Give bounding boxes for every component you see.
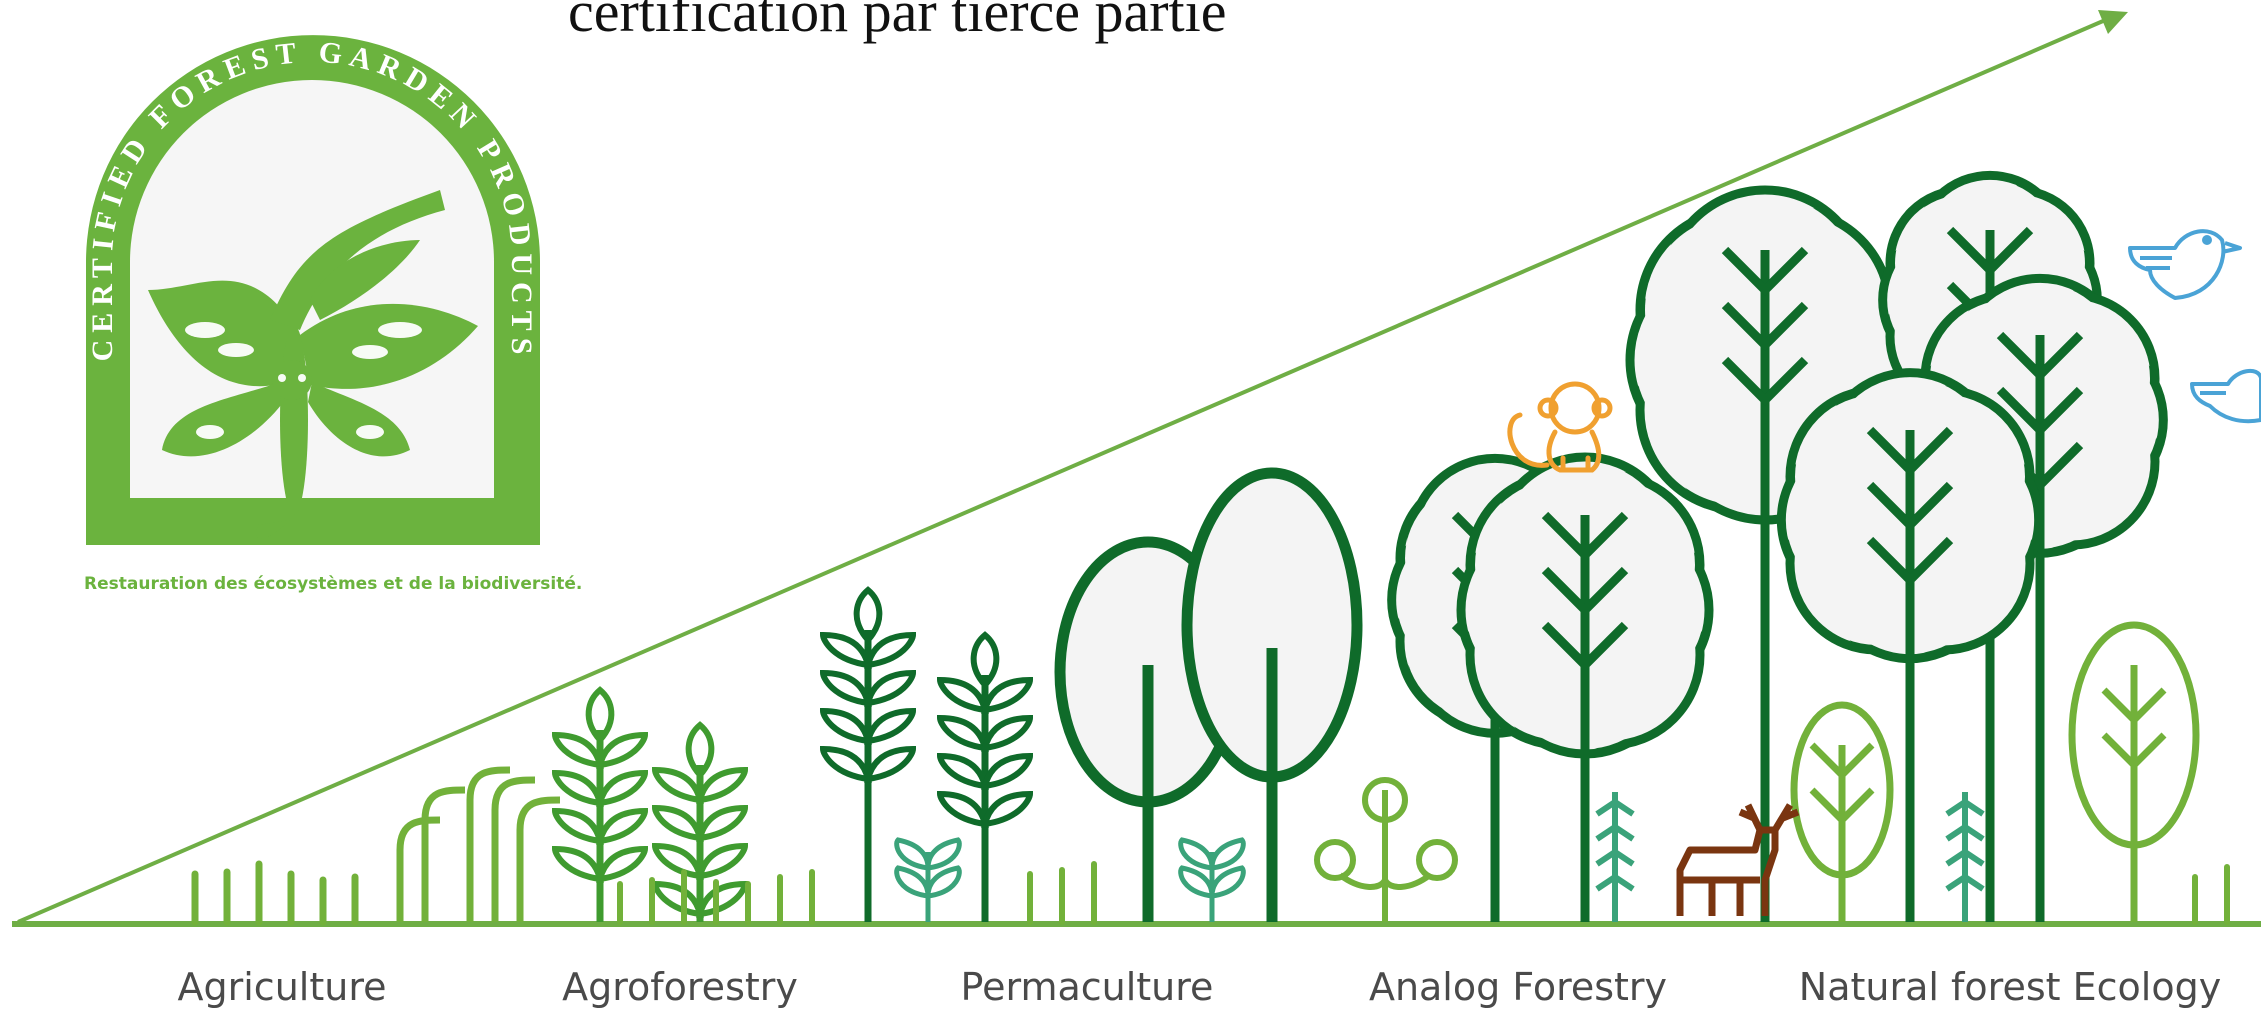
round-tree	[1181, 467, 1363, 922]
sprout-plant	[1178, 837, 1246, 922]
sapling	[1314, 777, 1458, 922]
grass-tuft	[2192, 864, 2230, 925]
grass-tuft	[617, 869, 719, 925]
oval-tree	[1790, 701, 1894, 922]
pine-tree	[1595, 792, 1635, 922]
certification-badge: CERTIFIED FOREST GARDEN PRODUCTS	[86, 35, 540, 546]
grass-tuft	[1027, 861, 1097, 925]
wheat-stalk	[819, 586, 917, 922]
stage-label-analog-forestry: Analog Forestry	[1368, 965, 1668, 1009]
bird-icon	[2190, 368, 2261, 424]
oval-tree	[2068, 621, 2200, 922]
cloud-tree	[1776, 368, 2044, 922]
wheat-stalk	[651, 721, 749, 922]
stage-label-natural-forest-ecology: Natural forest Ecology	[1798, 965, 2222, 1009]
grass-tuft	[191, 860, 359, 926]
monkey-icon	[1507, 381, 1613, 473]
butterfly-icon	[148, 190, 478, 539]
plants-layer	[191, 170, 2230, 926]
bird-icon	[2128, 229, 2242, 300]
cloud-tree	[1456, 452, 1714, 922]
stage-label-permaculture: Permaculture	[960, 965, 1214, 1009]
stage-label-agroforestry: Agroforestry	[562, 965, 798, 1009]
pine-tree	[1945, 792, 1985, 922]
wheat-stalk	[551, 686, 649, 922]
cloud-tree	[1912, 273, 2168, 922]
sprout-plant	[894, 837, 962, 922]
tall-grass	[396, 766, 561, 922]
wheat-stalk	[936, 631, 1034, 922]
badge-tagline: Restauration des écosystèmes et de la bi…	[84, 574, 583, 594]
stage-label-agriculture: Agriculture	[177, 965, 387, 1009]
grass-tuft	[745, 869, 815, 925]
page-title: certification par tierce partie	[568, 0, 1227, 44]
deer-icon	[1676, 803, 1800, 916]
growth-arrow	[17, 10, 2128, 924]
